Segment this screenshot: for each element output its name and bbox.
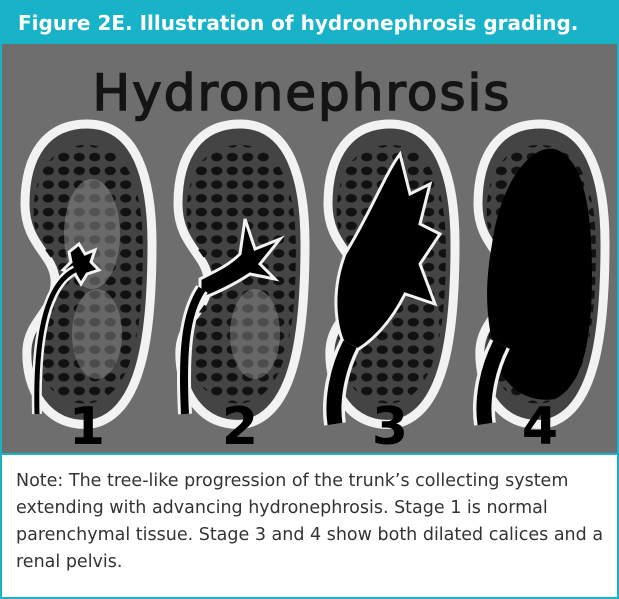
kidney-stage-2-icon <box>178 124 305 424</box>
illustration-svg: Hydronephrosis <box>2 44 617 455</box>
illustration-title: Hydronephrosis <box>93 64 512 122</box>
kidney-stage-1-icon <box>25 124 152 424</box>
stage-label-1: 1 <box>69 397 105 455</box>
stage-label-3: 3 <box>372 397 408 455</box>
kidney-stage-3-icon <box>328 124 455 424</box>
figure-caption: Figure 2E. Illustration of hydronephrosi… <box>2 2 617 44</box>
stage-label-2: 2 <box>222 397 258 455</box>
figure-note: Note: The tree-like progression of the t… <box>16 468 608 576</box>
stage-label-4: 4 <box>522 397 558 455</box>
kidney-stage-4-icon <box>478 124 605 424</box>
hydronephrosis-illustration: Hydronephrosis <box>2 44 617 455</box>
